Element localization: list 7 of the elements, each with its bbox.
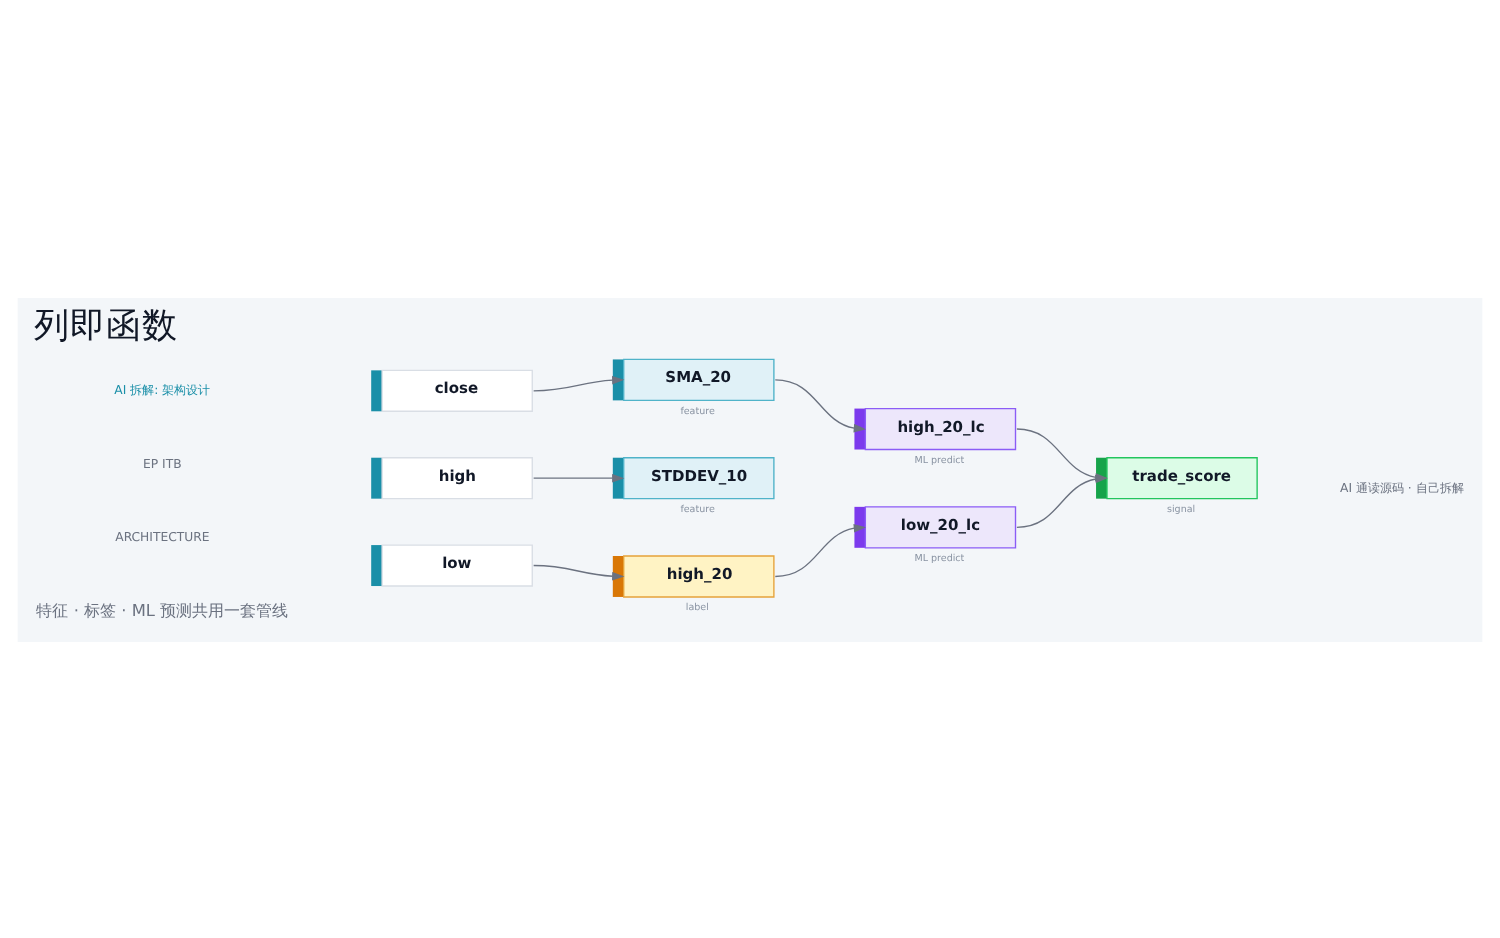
label: 特征 · 标签 · ML 预测共用一套管线 (36, 599, 289, 620)
arrow (532, 563, 625, 580)
arrow (532, 472, 625, 482)
diagram-title: 列即函数 (34, 306, 179, 347)
arrow (774, 378, 867, 432)
arrow (532, 374, 625, 391)
arrow (774, 522, 867, 577)
